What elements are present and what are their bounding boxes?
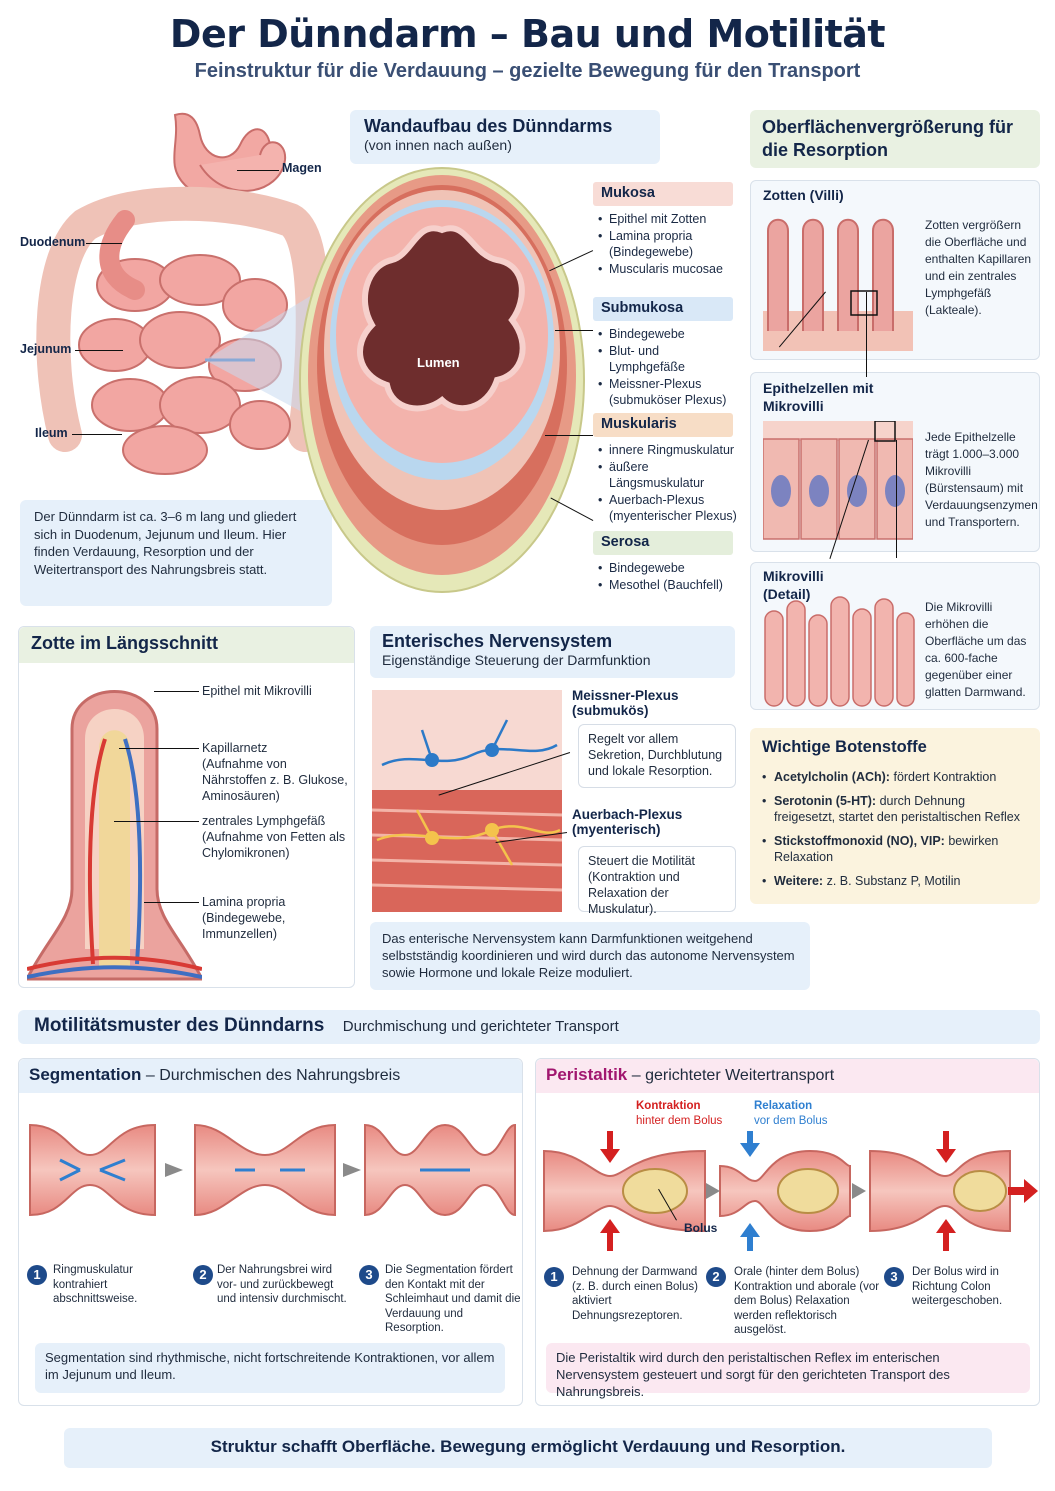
zotte-label-lymph: zentrales Lymphgefäß(Aufnahme von Fetten… [202, 814, 346, 860]
ens-illustration [372, 690, 562, 912]
per-step-3-text: Der Bolus wird in Richtung Colon weiterg… [912, 1266, 1003, 1307]
meissner-title: Meissner-Plexus(submukös) [572, 688, 679, 718]
per-step-2-number: 2 [706, 1267, 726, 1287]
page-subtitle: Feinstruktur für die Verdauung – gezielt… [194, 60, 861, 82]
footer-banner: Struktur schafft Oberfläche. Bewegung er… [64, 1428, 992, 1468]
label-duodenum: Duodenum [20, 235, 86, 249]
botenstoff-item-serotonin: •Serotonin (5-HT): durch Dehnung freiges… [762, 794, 1020, 824]
seg-step-3-number: 3 [359, 1265, 379, 1285]
zotte-label-kapillar: Kapillarnetz(Aufnahme von Nährstoffen z.… [202, 741, 348, 803]
botenstoff-item-no: •Stickstoffmonoxid (NO), VIP: bewirken R… [762, 834, 999, 864]
per-step-3-number: 3 [884, 1267, 904, 1287]
segmentation-illustration [29, 1123, 516, 1217]
mikrovilli-card: Mikrovilli (Detail) Die Mikrovilli erhöh… [750, 562, 1040, 710]
mukosa-list: Epithel mit Zotten Lamina propria (Binde… [598, 211, 738, 277]
ens-info-box: Das enterische Nervensystem kann Darmfun… [370, 922, 810, 990]
seg-step-2-text: Der Nahrungsbrei wird vor- und zurückbew… [217, 1264, 347, 1305]
meissner-text-box: Regelt vor allem Sekretion, Durchblutung… [578, 724, 736, 788]
layer-tab-serosa: Serosa [593, 531, 733, 555]
villi-card: Zotten (Villi) Zotten vergrößern die Obe… [750, 180, 1040, 360]
page-title: Der Dünndarm – Bau und Motilität [169, 12, 886, 56]
muskularis-list: innere Ringmuskulatur äußere Längsmuskul… [598, 442, 738, 525]
label-jejunum: Jejunum [20, 342, 72, 356]
seg-step-1-text: Ringmuskulatur kontrahiert abschnittswei… [53, 1264, 138, 1305]
segmentation-card: Segmentation – Durchmischen des Nahrungs… [18, 1058, 523, 1406]
seg-step-3-text: Die Segmentation fördert den Kontakt mit… [385, 1264, 521, 1334]
seg-step-1-number: 1 [27, 1265, 47, 1285]
peristaltik-illustration [543, 1131, 1038, 1251]
submukosa-list: Bindegewebe Blut- und Lymphgefäße Meissn… [598, 326, 738, 409]
botenstoff-item-weitere: •Weitere: z. B. Substanz P, Motilin [762, 874, 961, 888]
bolus-label: Bolus [684, 1221, 718, 1235]
surface-title-box: Oberflächenvergrößerung für die Resorpti… [750, 110, 1040, 168]
layer-tab-submukosa: Submukosa [593, 297, 733, 321]
per-step-1-text: Dehnung der Darmwand (z. B. durch einen … [572, 1266, 698, 1322]
per-step-2-text: Orale (hinter dem Bolus) Kontraktion und… [734, 1266, 880, 1336]
wall-title-box: Wandaufbau des Dünndarms (von innen nach… [350, 110, 660, 164]
label-ileum: Ileum [35, 426, 68, 440]
serosa-list: Bindegewebe Mesothel (Bauchfell) [598, 560, 738, 593]
anatomy-info-box: Der Dünndarm ist ca. 3–6 m lang und glie… [20, 500, 332, 606]
per-step-1-number: 1 [544, 1267, 564, 1287]
wall-cross-section [292, 160, 592, 600]
motility-title-box: Motilitätsmuster des Dünndarns Durchmisc… [18, 1010, 1040, 1044]
layer-tab-mukosa: Mukosa [593, 182, 733, 206]
lumen-label: Lumen [417, 355, 460, 370]
auerbach-text-box: Steuert die Motilität (Kontraktion und R… [578, 846, 736, 916]
zotte-label-epithel: Epithel mit Mikrovilli [202, 684, 312, 698]
botenstoff-item-ach: •Acetylcholin (ACh): fördert Kontraktion [762, 770, 997, 784]
botenstoffe-box: Wichtige Botenstoffe •Acetylcholin (ACh)… [750, 728, 1040, 904]
zotte-illustration [27, 690, 202, 981]
zotte-label-lamina: Lamina propria(Bindegewebe, Immunzellen) [202, 895, 286, 941]
label-magen: Magen [282, 161, 322, 175]
zotte-card: Zotte im Längsschnitt Epithel mit Mikrov… [18, 626, 355, 988]
epithel-card: Epithelzellen mit Mikrovilli Jede Epithe… [750, 372, 1040, 552]
per-note-box: Die Peristaltik wird durch den peristalt… [546, 1343, 1030, 1399]
ens-title-box: Enterisches Nervensystem Eigenständige S… [370, 626, 735, 678]
peristaltik-card: Peristaltik – gerichteter Weitertranspor… [535, 1058, 1040, 1406]
seg-note-box: Segmentation sind rhythmische, nicht for… [35, 1343, 505, 1393]
seg-step-2-number: 2 [193, 1265, 213, 1285]
auerbach-title: Auerbach-Plexus(myenterisch) [572, 807, 683, 837]
layer-tab-muskularis: Muskularis [593, 413, 733, 437]
